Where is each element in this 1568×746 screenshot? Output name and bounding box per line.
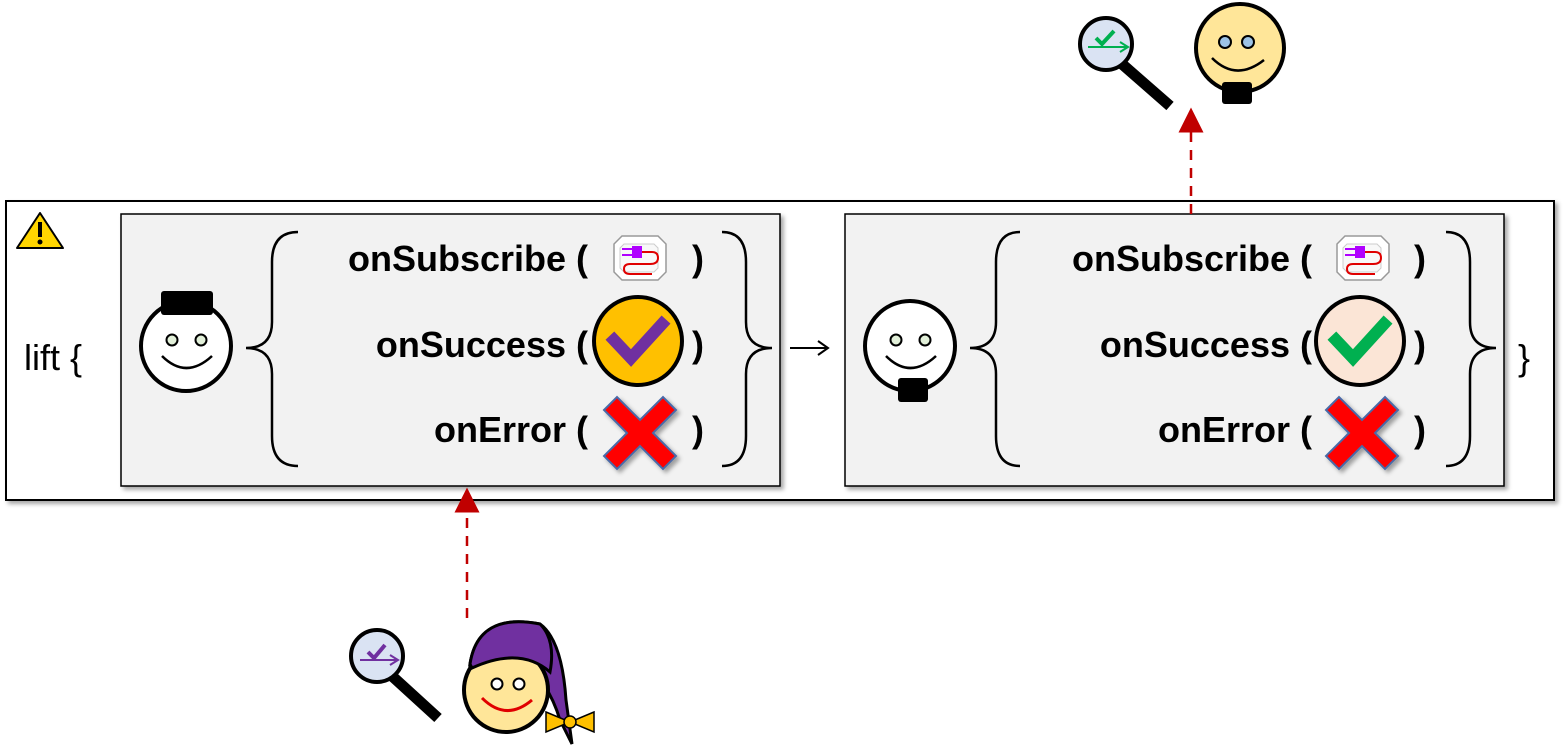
lift-keyword: lift { bbox=[24, 337, 82, 378]
left-onsuccess-close: ) bbox=[692, 324, 704, 365]
left-onerror-label: onError ( bbox=[434, 409, 588, 450]
red-x-icon bbox=[1324, 395, 1400, 471]
plug-icon bbox=[613, 235, 667, 281]
right-onsuccess-label: onSuccess ( bbox=[1100, 324, 1312, 365]
magnifier-green-check-icon bbox=[1078, 16, 1174, 111]
left-onsubscribe-label: onSubscribe ( bbox=[348, 238, 588, 279]
wizard-smiley-icon bbox=[462, 620, 595, 745]
right-onsubscribe-label: onSubscribe ( bbox=[1072, 238, 1312, 279]
left-onerror-close: ) bbox=[692, 409, 704, 450]
left-onsubscribe-close: ) bbox=[692, 238, 704, 279]
warning-icon bbox=[16, 212, 64, 249]
smiley-top-hat-icon bbox=[139, 291, 233, 393]
purple-check-circle-icon bbox=[592, 295, 684, 387]
plug-icon bbox=[1336, 235, 1390, 281]
right-onerror-label: onError ( bbox=[1158, 409, 1312, 450]
right-open-brace bbox=[969, 230, 1021, 468]
right-onsubscribe-close: ) bbox=[1414, 238, 1426, 279]
magnifier-purple-check-icon bbox=[349, 628, 442, 723]
green-check-circle-icon bbox=[1314, 295, 1406, 387]
yellow-smiley-icon bbox=[1194, 2, 1286, 104]
right-onerror-close: ) bbox=[1414, 409, 1426, 450]
left-open-brace bbox=[245, 230, 299, 468]
left-onsuccess-label: onSuccess ( bbox=[376, 324, 588, 365]
red-x-icon bbox=[602, 395, 678, 471]
left-close-brace bbox=[721, 230, 773, 468]
smiley-bowtie-icon bbox=[863, 299, 957, 402]
lift-closing-brace: } bbox=[1518, 337, 1530, 378]
chain-arrow bbox=[790, 340, 830, 356]
right-onsuccess-close: ) bbox=[1414, 324, 1426, 365]
right-close-brace bbox=[1445, 230, 1497, 468]
